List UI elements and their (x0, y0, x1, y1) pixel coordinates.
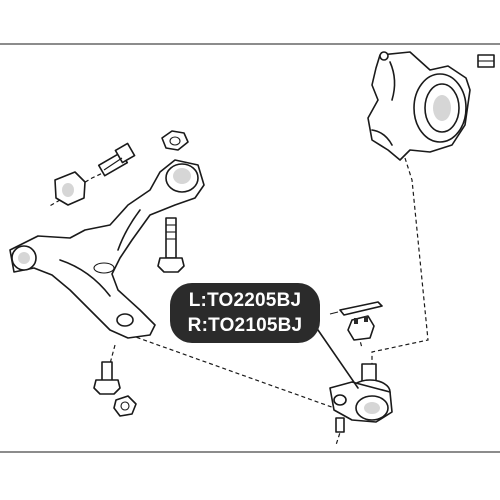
label-leader-line (317, 329, 359, 389)
left-part-number: L:TO2205BJ (188, 290, 302, 311)
lower-bolt (93, 361, 121, 395)
right-part-number: R:TO2105BJ (187, 315, 303, 336)
cotter-pin (329, 301, 383, 316)
bushing-bolt (97, 142, 136, 177)
arm-flange-nut-top (161, 130, 189, 151)
bushing-block (54, 171, 86, 206)
castle-nut (347, 315, 375, 341)
arm-mount-bolt (157, 217, 185, 273)
ball-joint (329, 363, 393, 433)
lower-control-arm (9, 159, 205, 339)
lower-nut (113, 395, 137, 417)
part-number-label: L:TO2205BJ R:TO2105BJ (170, 283, 320, 343)
steering-knuckle (367, 51, 495, 161)
